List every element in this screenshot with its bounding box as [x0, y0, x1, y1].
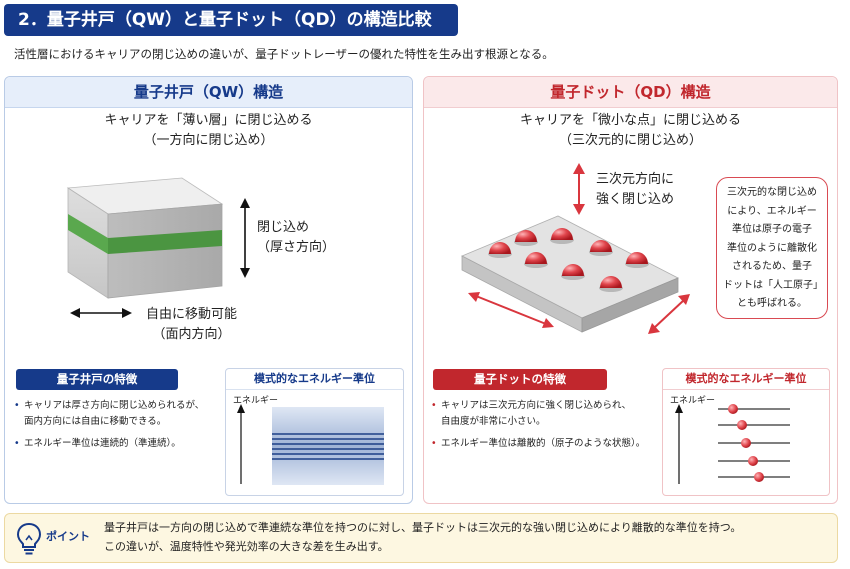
page-title: 2．量子井戸（QW）と量子ドット（QD）の構造比較: [4, 4, 458, 36]
qw-desc-line2: （一方向に閉じ込め）: [143, 133, 274, 148]
qw-move-line1: 自由に移動可能: [146, 307, 238, 322]
qd-energy-axis-label: エネルギー: [670, 396, 716, 406]
qd-energy-title: 模式的なエネルギー準位: [663, 369, 829, 390]
qd-conf-line1: 三次元方向に: [596, 172, 675, 187]
qw-movement-label: 自由に移動可能 （面内方向）: [146, 305, 237, 345]
qw-confinement-label: 閉じ込め （厚さ方向）: [257, 218, 335, 258]
qd-conf-line2: 強く閉じ込め: [596, 192, 675, 207]
qw-horizontal-arrow-icon: [70, 308, 132, 318]
list-item: 自由度が非常に小さい。: [441, 416, 546, 427]
qd-vertical-arrow-icon: [573, 163, 585, 215]
qw-move-line2: （面内方向）: [152, 327, 231, 342]
qw-description: キャリアを「薄い層」に閉じ込める （一方向に閉じ込め）: [4, 111, 413, 151]
qw-features-list: •キャリアは厚さ方向に閉じ込められるが、 面内方向には自由に移動できる。 •エネ…: [14, 398, 219, 452]
qw-energy-diagram: [237, 404, 384, 485]
list-item: •キャリアは厚さ方向に閉じ込められるが、: [14, 398, 219, 414]
point-line2: この違いが、温度特性や発光効率の大きな差を生み出す。: [104, 540, 389, 553]
qd-features-list: •キャリアは三次元方向に強く閉じ込められ、 自由度が非常に小さい。 •エネルギー…: [431, 398, 656, 452]
page-subtitle: 活性層におけるキャリアの閉じ込めの違いが、量子ドットレーザーの優れた特性を生み出…: [14, 47, 554, 61]
qw-conf-line1: 閉じ込め: [257, 220, 310, 235]
qd-panel-header: 量子ドット（QD）構造: [424, 77, 837, 108]
bullet-dot-icon: •: [14, 438, 20, 449]
qd-desc-line2: （三次元的に閉じ込め）: [558, 133, 702, 148]
qd-slab-illustration: [461, 215, 679, 333]
qd-callout: 三次元的な閉じ込め により、エネルギー 準位は原子の電子 準位のように離散化 さ…: [716, 177, 828, 319]
qd-diagonal-arrow-right-icon: [648, 294, 690, 334]
list-item: 面内方向には自由に移動できる。: [24, 416, 167, 427]
qd-energy-box: 模式的なエネルギー準位: [662, 368, 830, 496]
qw-slab-illustration: [66, 177, 224, 299]
bullet-dot-icon: •: [14, 400, 20, 411]
list-item: •エネルギー準位は離散的（原子のような状態）。: [431, 436, 656, 452]
bullet-dot-icon: •: [431, 438, 437, 449]
qd-description: キャリアを「微小な点」に閉じ込める （三次元的に閉じ込め）: [423, 111, 838, 151]
list-item: •キャリアは三次元方向に強く閉じ込められ、: [431, 398, 656, 414]
point-text: 量子井戸は一方向の閉じ込めで準連続な準位を持つのに対し、量子ドットは三次元的な強…: [104, 518, 741, 556]
qw-panel: 量子井戸（QW）構造: [4, 76, 413, 504]
qd-features-title: 量子ドットの特徴: [433, 369, 607, 390]
qw-features-title: 量子井戸の特徴: [16, 369, 178, 390]
qd-confinement-label: 三次元方向に 強く閉じ込め: [596, 170, 674, 210]
bullet-dot-icon: •: [431, 400, 437, 411]
qw-energy-title: 模式的なエネルギー準位: [226, 369, 403, 390]
point-box: [4, 513, 838, 563]
qw-vertical-arrow-icon: [240, 198, 250, 278]
quantum-dots: [488, 228, 649, 292]
qd-diagonal-arrow-left-icon: [468, 292, 554, 328]
point-line1: 量子井戸は一方向の閉じ込めで準連続な準位を持つのに対し、量子ドットは三次元的な強…: [104, 521, 742, 534]
point-label: ポイント: [46, 530, 90, 543]
list-item: •エネルギー準位は連続的（準連続）。: [14, 436, 219, 452]
bulb-icon: [16, 522, 42, 555]
qw-energy-axis-label: エネルギー: [233, 396, 279, 406]
qd-desc-line1: キャリアを「微小な点」に閉じ込める: [519, 113, 741, 128]
qw-conf-line2: （厚さ方向）: [257, 240, 336, 255]
qw-panel-header: 量子井戸（QW）構造: [5, 77, 412, 108]
qw-desc-line1: キャリアを「薄い層」に閉じ込める: [104, 113, 313, 128]
qd-energy-diagram: [675, 404, 790, 484]
